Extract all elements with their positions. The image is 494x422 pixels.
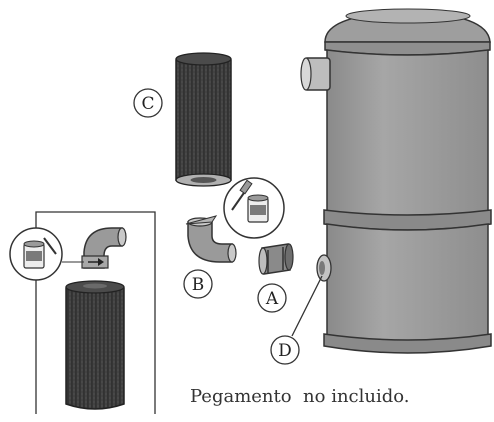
- label-b: B: [183, 269, 213, 299]
- exhaust-port: [300, 57, 331, 91]
- inset-box: [9, 211, 156, 414]
- inlet-port: [316, 254, 332, 282]
- glue-callout-top: [223, 177, 285, 239]
- filter-c: [175, 52, 232, 187]
- vacuum-unit: [300, 8, 492, 354]
- elbow-fitting-b: [185, 215, 237, 263]
- label-d-text: D: [278, 341, 292, 361]
- label-d: D: [270, 275, 323, 365]
- coupling-a: [258, 243, 294, 275]
- label-c: C: [133, 88, 163, 118]
- label-a: A: [257, 283, 287, 313]
- caption: Pegamento no incluido.: [190, 386, 410, 407]
- label-c-text: C: [141, 94, 154, 114]
- label-a-text: A: [265, 289, 279, 309]
- label-b-text: B: [192, 275, 205, 295]
